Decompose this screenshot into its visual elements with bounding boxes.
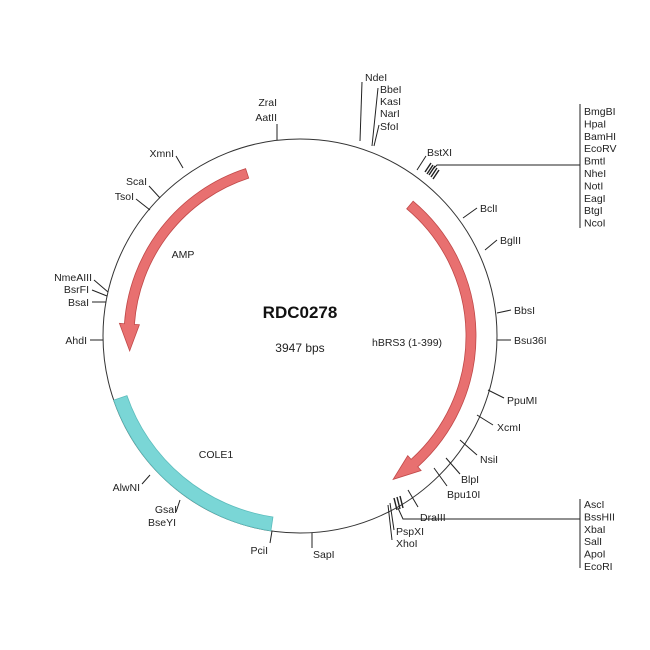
site-label-sapi[interactable]: SapI — [313, 549, 335, 561]
site-tick-bbsi — [496, 309, 512, 314]
site-tick-blpi — [445, 457, 461, 475]
site-label-xbai[interactable]: XbaI — [584, 524, 606, 536]
site-tick-nmeaiii — [93, 279, 109, 293]
site-label-xhoi[interactable]: XhoI — [396, 538, 418, 550]
feature-amp[interactable] — [118, 168, 250, 353]
site-label-bglii[interactable]: BglII — [500, 235, 521, 247]
feature-cole1[interactable] — [113, 395, 274, 532]
site-tick-sfoi — [373, 124, 380, 147]
site-label-pcii[interactable]: PciI — [250, 545, 268, 557]
site-label-apoi[interactable]: ApoI — [584, 549, 606, 561]
site-tick-cluster — [426, 164, 434, 175]
site-tick-cluster — [393, 497, 398, 511]
site-tick-nsii — [459, 439, 478, 456]
site-tick-cluster — [430, 167, 438, 178]
site-label-bbsi[interactable]: BbsI — [514, 305, 535, 317]
site-label-aatii[interactable]: AatII — [255, 112, 277, 124]
site-label-bstxi[interactable]: BstXI — [427, 147, 452, 159]
site-label-bseyi[interactable]: BseYI — [148, 517, 176, 529]
site-label-ecori[interactable]: EcoRI — [584, 561, 613, 573]
feature-hbrs3[interactable] — [392, 200, 477, 481]
site-tick-bglii — [484, 239, 498, 251]
site-label-tsoi[interactable]: TsoI — [115, 191, 134, 203]
site-label-kasi[interactable]: KasI — [380, 96, 401, 108]
site-label-ecorv[interactable]: EcoRV — [584, 143, 617, 155]
site-label-bamhi[interactable]: BamHI — [584, 131, 616, 143]
site-label-zrai[interactable]: ZraI — [258, 97, 277, 109]
feature-label: COLE1 — [199, 449, 234, 461]
site-label-scai[interactable]: ScaI — [126, 176, 147, 188]
site-tick-pspxi — [389, 502, 395, 531]
site-tick-bseyi — [175, 499, 181, 513]
site-tick-cluster — [424, 162, 432, 173]
site-tick-alwni — [141, 474, 151, 485]
plasmid-size: 3947 bps — [275, 341, 324, 355]
site-label-bmgbi[interactable]: BmgBI — [584, 106, 616, 118]
site-label-bbei[interactable]: BbeI — [380, 84, 402, 96]
site-label-bsrfi[interactable]: BsrFI — [64, 284, 89, 296]
site-label-xcmi[interactable]: XcmI — [497, 422, 521, 434]
site-tick-ndei — [359, 81, 363, 142]
site-tick-bbei — [371, 87, 379, 147]
site-label-nhei[interactable]: NheI — [584, 168, 606, 180]
site-label-ncoi[interactable]: NcoI — [584, 218, 606, 230]
site-label-bsshii[interactable]: BssHII — [584, 511, 615, 523]
plasmid-name: RDC0278 — [263, 303, 338, 322]
site-label-sali[interactable]: SalI — [584, 536, 602, 548]
site-label-btgi[interactable]: BtgI — [584, 205, 603, 217]
site-tick-pcii — [269, 530, 273, 544]
cluster-leader-top — [431, 164, 580, 171]
site-label-asci[interactable]: AscI — [584, 499, 604, 511]
site-tick-xhoi — [387, 504, 393, 541]
site-label-alwni[interactable]: AlwNI — [113, 482, 140, 494]
site-label-hpai[interactable]: HpaI — [584, 118, 606, 130]
site-label-gsai[interactable]: GsaI — [155, 504, 177, 516]
site-label-noti[interactable]: NotI — [584, 180, 603, 192]
feature-label: AMP — [172, 249, 195, 261]
site-label-nsii[interactable]: NsiI — [480, 454, 498, 466]
site-label-blpi[interactable]: BlpI — [461, 474, 479, 486]
site-tick-xcmi — [476, 414, 494, 426]
site-tick-scai — [148, 185, 161, 199]
site-tick-cluster — [396, 496, 401, 510]
site-label-bmti[interactable]: BmtI — [584, 156, 606, 168]
site-tick-cluster — [399, 495, 404, 509]
site-label-nmeaiii[interactable]: NmeAIII — [54, 272, 92, 284]
site-tick-xmni — [175, 155, 184, 169]
site-tick-ppumi — [487, 389, 505, 399]
site-label-ahdi[interactable]: AhdI — [65, 335, 87, 347]
site-tick-bsrfi — [91, 289, 108, 297]
site-tick-bstxi — [416, 155, 427, 171]
site-label-ndei[interactable]: NdeI — [365, 72, 387, 84]
site-label-bsu36i[interactable]: Bsu36I — [514, 335, 547, 347]
site-label-bsai[interactable]: BsaI — [68, 297, 89, 309]
site-label-sfoi[interactable]: SfoI — [380, 121, 399, 133]
site-label-bpu10i[interactable]: Bpu10I — [447, 489, 480, 501]
site-label-ppumi[interactable]: PpuMI — [507, 395, 537, 407]
site-tick-cluster — [432, 169, 440, 180]
backbone-circle — [102, 138, 498, 534]
site-tick-draiii — [407, 489, 419, 508]
site-label-draiii[interactable]: DraIII — [420, 512, 446, 524]
site-tick-bcli — [462, 207, 478, 219]
site-label-pspxi[interactable]: PspXI — [396, 526, 424, 538]
site-label-xmni[interactable]: XmnI — [149, 148, 174, 160]
feature-label: hBRS3 (1-399) — [372, 337, 442, 349]
cluster-leader-bottom — [397, 507, 580, 520]
site-label-bcli[interactable]: BclI — [480, 203, 498, 215]
site-tick-tsoi — [135, 198, 151, 211]
site-label-eagi[interactable]: EagI — [584, 193, 606, 205]
site-label-nari[interactable]: NarI — [380, 108, 400, 120]
site-tick-bpu10i — [433, 467, 448, 487]
